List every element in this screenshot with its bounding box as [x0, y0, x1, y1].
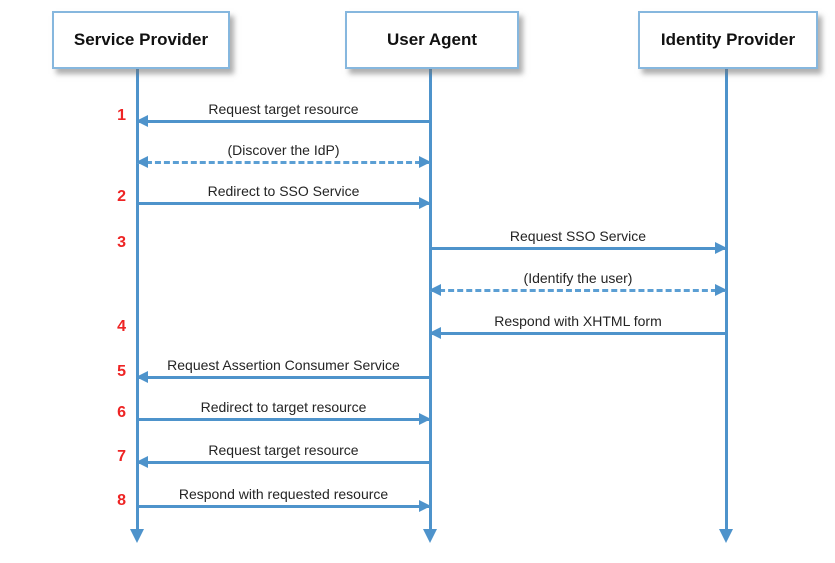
message-label: Redirect to SSO Service: [207, 182, 360, 199]
message-8-respond-with-requested-resource: Respond with requested resource: [137, 486, 431, 512]
arrowhead-right-icon: [419, 156, 431, 168]
message-line: [137, 201, 430, 205]
message-line: [137, 417, 430, 421]
message-line: [137, 375, 430, 379]
step-number-8: 8: [117, 492, 126, 509]
actor-label-service-provider: Service Provider: [73, 30, 209, 49]
message-label: Respond with requested resource: [178, 485, 389, 502]
step-number-6: 6: [117, 404, 126, 421]
arrowhead-right-icon: [419, 197, 431, 209]
message-6-redirect-to-target-resource: Redirect to target resource: [137, 399, 431, 425]
arrowhead-right-icon: [419, 413, 431, 425]
actor-box-service-provider: Service Provider: [52, 11, 230, 69]
message-label: Request target resource: [208, 441, 359, 458]
lifeline-service-provider: [135, 67, 139, 529]
step-number-7: 7: [117, 448, 126, 465]
arrowhead-left-icon: [429, 284, 441, 296]
lifeline-end-arrow-icon: [423, 529, 437, 543]
message-label: (Discover the IdP): [227, 141, 340, 158]
step-number-1: 1: [117, 107, 126, 124]
arrowhead-left-icon: [136, 115, 148, 127]
lifeline-identity-provider: [724, 67, 728, 529]
message-5-request-assertion-consumer-service: Request Assertion Consumer Service: [136, 357, 430, 383]
arrowhead-left-icon: [136, 371, 148, 383]
arrowhead-right-icon: [715, 242, 727, 254]
message-label: Request Assertion Consumer Service: [167, 356, 400, 373]
message-line: [430, 331, 726, 335]
lifeline-end-arrow-icon: [719, 529, 733, 543]
message-2-redirect-to-sso-service: Redirect to SSO Service: [137, 183, 431, 209]
message-4-respond-with-xhtml-form: Respond with XHTML form: [429, 313, 726, 339]
message-label: Request target resource: [208, 100, 359, 117]
message-3-request-sso-service: Request SSO Service: [430, 228, 727, 254]
message-label: Redirect to target resource: [200, 398, 367, 415]
lifeline-end-arrow-icon: [130, 529, 144, 543]
arrowhead-right-icon: [715, 284, 727, 296]
message-line: [137, 460, 430, 464]
actor-label-user-agent: User Agent: [386, 30, 478, 49]
message-label: Respond with XHTML form: [494, 312, 662, 329]
actor-box-user-agent: User Agent: [345, 11, 519, 69]
arrowhead-right-icon: [419, 500, 431, 512]
message-label: (Identify the user): [523, 269, 633, 286]
arrowhead-left-icon: [429, 327, 441, 339]
message-line: [430, 246, 726, 250]
arrowhead-left-icon: [136, 456, 148, 468]
step-number-2: 2: [117, 188, 126, 205]
message-discover-the-idp: (Discover the IdP): [136, 142, 431, 168]
message-label: Request SSO Service: [509, 227, 647, 244]
message-1-request-target-resource: Request target resource: [136, 101, 430, 127]
message-identify-the-user: (Identify the user): [429, 270, 727, 296]
step-number-5: 5: [117, 363, 126, 380]
step-number-3: 3: [117, 234, 126, 251]
actor-box-identity-provider: Identity Provider: [638, 11, 818, 69]
message-7-request-target-resource: Request target resource: [136, 442, 430, 468]
message-line: [137, 119, 430, 123]
message-line-dashed: [137, 160, 430, 164]
step-number-4: 4: [117, 318, 126, 335]
arrowhead-left-icon: [136, 156, 148, 168]
lifeline-user-agent: [428, 67, 432, 529]
message-line-dashed: [430, 288, 726, 292]
actor-label-identity-provider: Identity Provider: [660, 30, 796, 49]
message-line: [137, 504, 430, 508]
